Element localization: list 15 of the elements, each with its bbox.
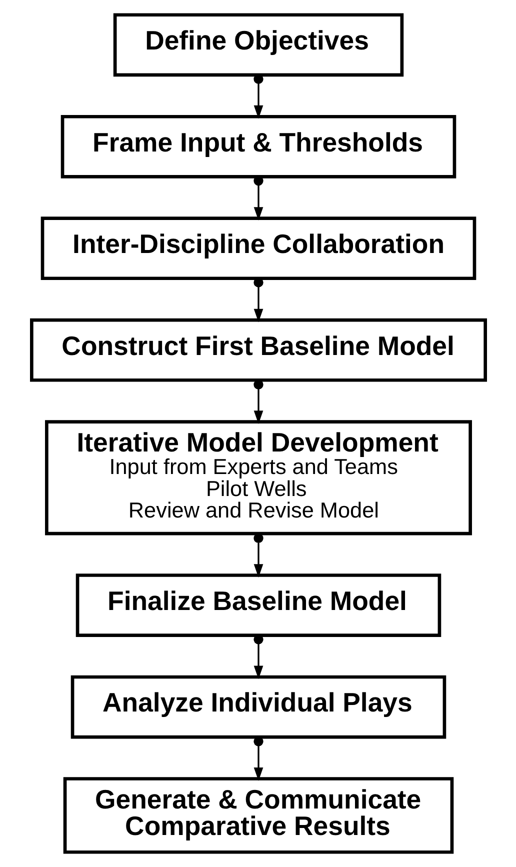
arrow <box>253 533 263 578</box>
arrow <box>253 74 263 119</box>
arrow <box>253 736 263 781</box>
arrow <box>253 634 263 680</box>
node-box: Frame Input & Thresholds <box>60 114 456 178</box>
arrow <box>253 380 263 424</box>
node-box: Define Objectives <box>112 13 404 77</box>
node-box: Generate & Communicate Comparative Results <box>62 777 454 854</box>
arrow <box>253 278 263 322</box>
node-box: Finalize Baseline Model <box>75 574 441 637</box>
node-box: Construct First Baseline Model <box>30 318 486 382</box>
arrow <box>253 176 263 220</box>
node-box: Analyze Individual Plays <box>70 675 446 739</box>
node-box: Inter-Discipline Collaboration <box>40 216 476 280</box>
node-box: Iterative Model Development Input from Experts and Teams Pilot Wells Review and Revise Model <box>44 420 472 536</box>
